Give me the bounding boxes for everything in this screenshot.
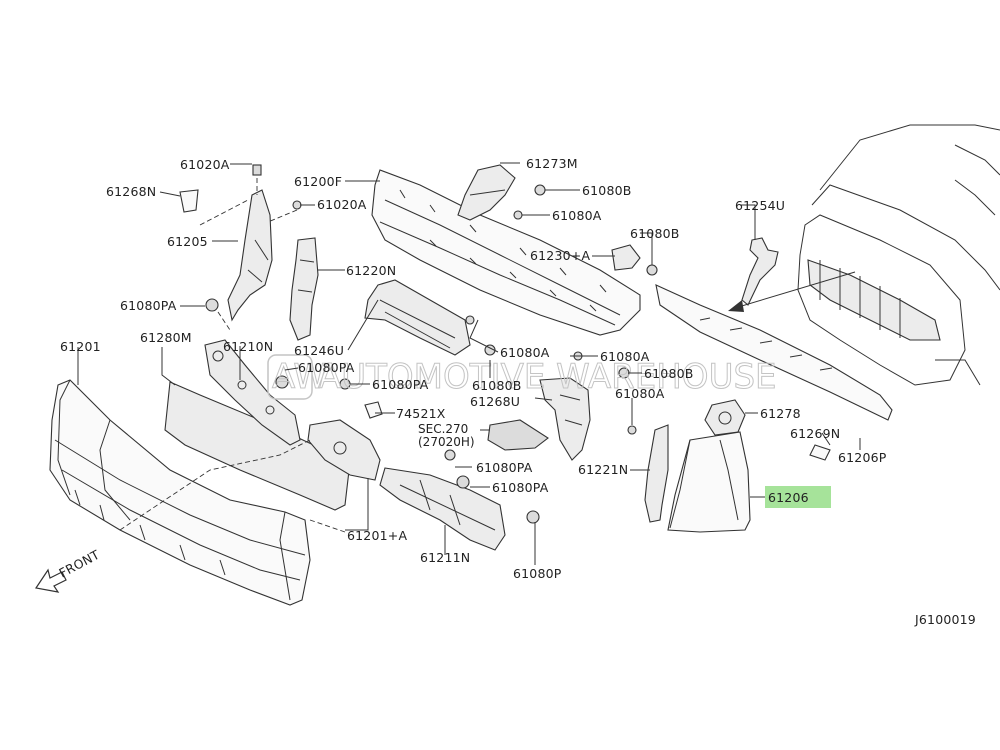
clip-74521X	[364, 401, 383, 419]
watermark-text: AUTOMOTIVE WAREHOUSE	[318, 357, 777, 397]
label-61268N: 61268N	[106, 184, 156, 199]
label-61020A-top: 61020A	[180, 157, 230, 172]
corner-piece-61206	[667, 431, 751, 533]
bracket-61268U	[539, 377, 591, 461]
label-61206P: 61206P	[838, 450, 887, 465]
label-61220N: 61220N	[346, 263, 396, 278]
label-61211N: 61211N	[420, 550, 470, 565]
label-61080B-2: 61080B	[630, 226, 680, 241]
label-27020H: (27020H)	[418, 435, 475, 449]
label-61080PA-4: 61080PA	[476, 460, 533, 475]
diagram-code: J6100019	[914, 612, 976, 627]
label-61273M: 61273M	[526, 156, 578, 171]
label-74521X: 74521X	[396, 406, 446, 421]
label-61020A-mid: 61020A	[317, 197, 367, 212]
label-61080PA-2: 61080PA	[298, 360, 355, 375]
bracket-61230A	[611, 244, 641, 271]
clip-61268N	[179, 189, 199, 213]
part-labels: 61020A 61268N 61200F 61020A 61273M 61080…	[60, 156, 887, 581]
watermark-logo: AW	[272, 357, 327, 397]
leader-lines	[77, 162, 861, 565]
bracket-61254U	[741, 237, 779, 306]
watermark: AW AUTOMOTIVE WAREHOUSE	[267, 354, 777, 400]
label-61080PA-3: 61080PA	[372, 377, 429, 392]
label-61201: 61201	[60, 339, 101, 354]
label-61080B-3: 61080B	[472, 378, 522, 393]
label-61200F: 61200F	[294, 174, 342, 189]
clip-61269N	[809, 444, 831, 461]
label-61278: 61278	[760, 406, 801, 421]
callout-arrow-line	[734, 271, 856, 309]
bracket-61205	[227, 164, 273, 322]
bracket-61273M	[457, 164, 516, 221]
label-61269N: 61269N	[790, 426, 840, 441]
label-highlight	[765, 486, 831, 508]
label-sec270: SEC.270	[418, 422, 468, 436]
label-61280M: 61280M	[140, 330, 192, 345]
label-61246U: 61246U	[294, 343, 344, 358]
front-indicator: FRONT	[34, 547, 102, 593]
label-61210N: 61210N	[223, 339, 273, 354]
label-61254U: 61254U	[735, 198, 785, 213]
bracket-61201A	[307, 419, 381, 481]
label-61080PA-1: 61080PA	[120, 298, 177, 313]
bracket-61210N	[204, 339, 301, 446]
label-61080A-4: 61080A	[615, 386, 665, 401]
label-61080A-3: 61080A	[600, 349, 650, 364]
label-61230A: 61230+A	[530, 248, 590, 263]
strip-61206P	[655, 284, 893, 421]
tie-61246U	[364, 279, 471, 356]
label-61080A-1: 61080A	[552, 208, 602, 223]
label-61221N: 61221N	[578, 462, 628, 477]
label-61080B-1: 61080B	[582, 183, 632, 198]
label-61205: 61205	[167, 234, 208, 249]
bracket-61221N	[644, 424, 669, 523]
front-arrow-icon	[34, 568, 67, 593]
label-61080P: 61080P	[513, 566, 562, 581]
frame-61278	[704, 399, 746, 436]
label-61080PA-5: 61080PA	[492, 480, 549, 495]
front-label: FRONT	[56, 547, 102, 581]
support-61211N	[379, 467, 506, 551]
core-support-61200F	[371, 169, 641, 336]
bracket-61220N	[289, 237, 319, 341]
duct-sec270	[487, 419, 549, 451]
grille-insert-61280M	[164, 381, 351, 511]
grille-panel-61201	[49, 379, 311, 606]
callout-arrow-head	[728, 300, 744, 312]
vehicle-outline	[797, 124, 1000, 386]
fastener-set	[205, 184, 658, 524]
label-61080B-4: 61080B	[644, 366, 694, 381]
label-61201A: 61201+A	[347, 528, 407, 543]
label-61268U: 61268U	[470, 394, 520, 409]
label-61080A-2: 61080A	[500, 345, 550, 360]
label-61206: 61206	[768, 490, 809, 505]
